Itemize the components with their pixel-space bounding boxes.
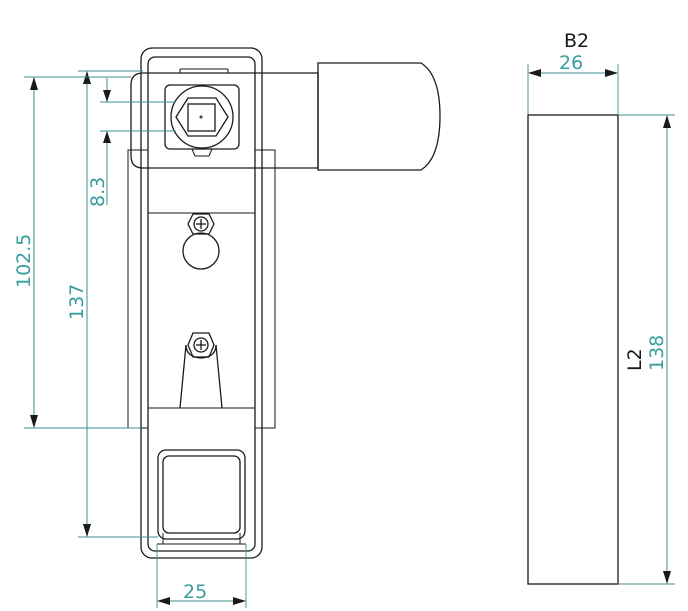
overall-height-value: 137 <box>66 284 88 320</box>
side-width-value: 26 <box>559 52 583 74</box>
front-dimensions: 137 102.5 8.3 25 <box>13 70 247 608</box>
side-view: B2 26 L2 138 <box>527 30 675 585</box>
side-profile <box>527 114 619 585</box>
back-plate-left <box>127 149 149 429</box>
handle-arm <box>130 72 319 169</box>
lower-screw <box>179 332 223 409</box>
lock-cylinder <box>170 85 234 149</box>
handle-height-value: 102.5 <box>13 234 35 288</box>
handle-grip <box>317 62 441 171</box>
side-length-value: 138 <box>646 335 668 371</box>
push-button-inner <box>162 455 241 534</box>
outer-housing <box>140 47 263 559</box>
upper-screw <box>182 213 220 270</box>
front-view <box>127 47 441 559</box>
square-key-socket <box>187 103 216 132</box>
side-length-label: L2 <box>624 348 646 371</box>
body-width-value: 25 <box>183 581 207 603</box>
offset-value: 8.3 <box>87 177 109 207</box>
push-button-outer <box>157 449 246 540</box>
back-plate-right <box>254 149 276 429</box>
side-width-label: B2 <box>564 30 589 52</box>
hex-nut <box>175 97 229 137</box>
